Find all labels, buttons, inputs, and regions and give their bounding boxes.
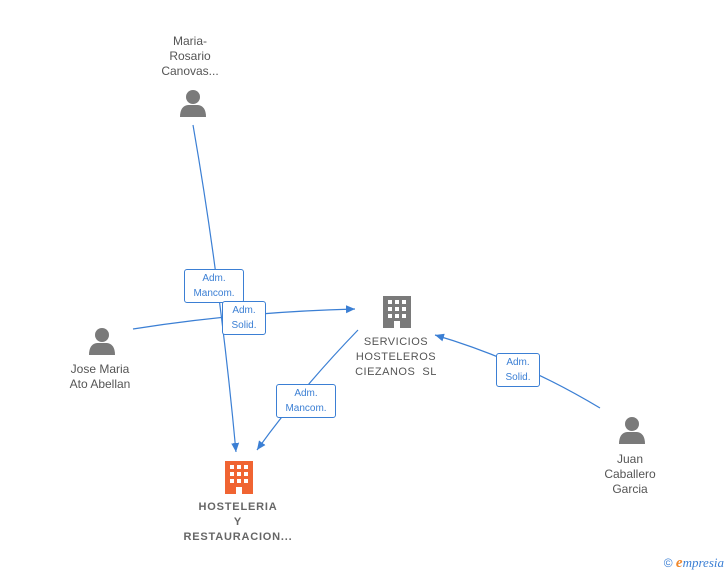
person-icon[interactable] [619,417,645,444]
empresia-watermark: © empresia [664,555,724,572]
edge-label-maria-hosteleria[interactable]: Adm. Mancom. [184,269,244,303]
edge-label-line: Mancom. [285,403,327,414]
edge-label-line: Adm. [506,357,530,368]
edge-label-servicios-hosteleria[interactable]: Adm. Mancom. [276,384,336,418]
node-label-line: SERVICIOS [363,336,429,348]
edge-label-line: Adm. [202,273,226,284]
brand-initial: e [675,555,683,571]
building-icon[interactable] [383,296,411,328]
node-label-hosteleria[interactable]: HOSTELERIA Y RESTAURACION... [168,500,308,545]
node-label-line: Canovas... [161,64,219,78]
node-label-line: Jose Maria [70,362,130,376]
edge-label-line: Solid. [505,372,531,383]
node-label-line: Caballero [604,467,656,481]
edge-label-line: Adm. [294,388,318,399]
brand-name: mpresia [682,555,724,570]
edge-label-line: Solid. [231,320,257,331]
copyright-symbol: © [663,556,673,570]
node-label-line: Maria- [172,34,207,48]
edge-label-jose-servicios[interactable]: Adm. Solid. [222,301,266,335]
edge-label-juan-servicios[interactable]: Adm. Solid. [496,353,540,387]
node-label-line: CIEZANOS SL [355,366,437,378]
node-label-line: Ato Abellan [69,377,131,391]
node-label-line: Juan [616,452,644,466]
node-label-jose[interactable]: Jose Maria Ato Abellan [52,362,148,392]
edge-label-line: Mancom. [193,288,235,299]
node-label-line: RESTAURACION... [183,531,293,543]
person-icon[interactable] [89,328,115,355]
node-label-juan[interactable]: Juan Caballero Garcia [590,452,670,497]
node-label-line: Garcia [612,482,648,496]
building-icon[interactable] [225,461,253,494]
person-icon[interactable] [180,90,206,117]
node-label-line: HOSTELEROS [355,351,437,363]
node-label-line: HOSTELERIA [198,501,278,513]
node-label-line: Rosario [169,49,211,63]
node-label-maria[interactable]: Maria- Rosario Canovas... [150,34,230,79]
node-label-line: Y [233,516,243,528]
edge-label-line: Adm. [232,305,256,316]
node-label-servicios[interactable]: SERVICIOS HOSTELEROS CIEZANOS SL [340,335,452,380]
